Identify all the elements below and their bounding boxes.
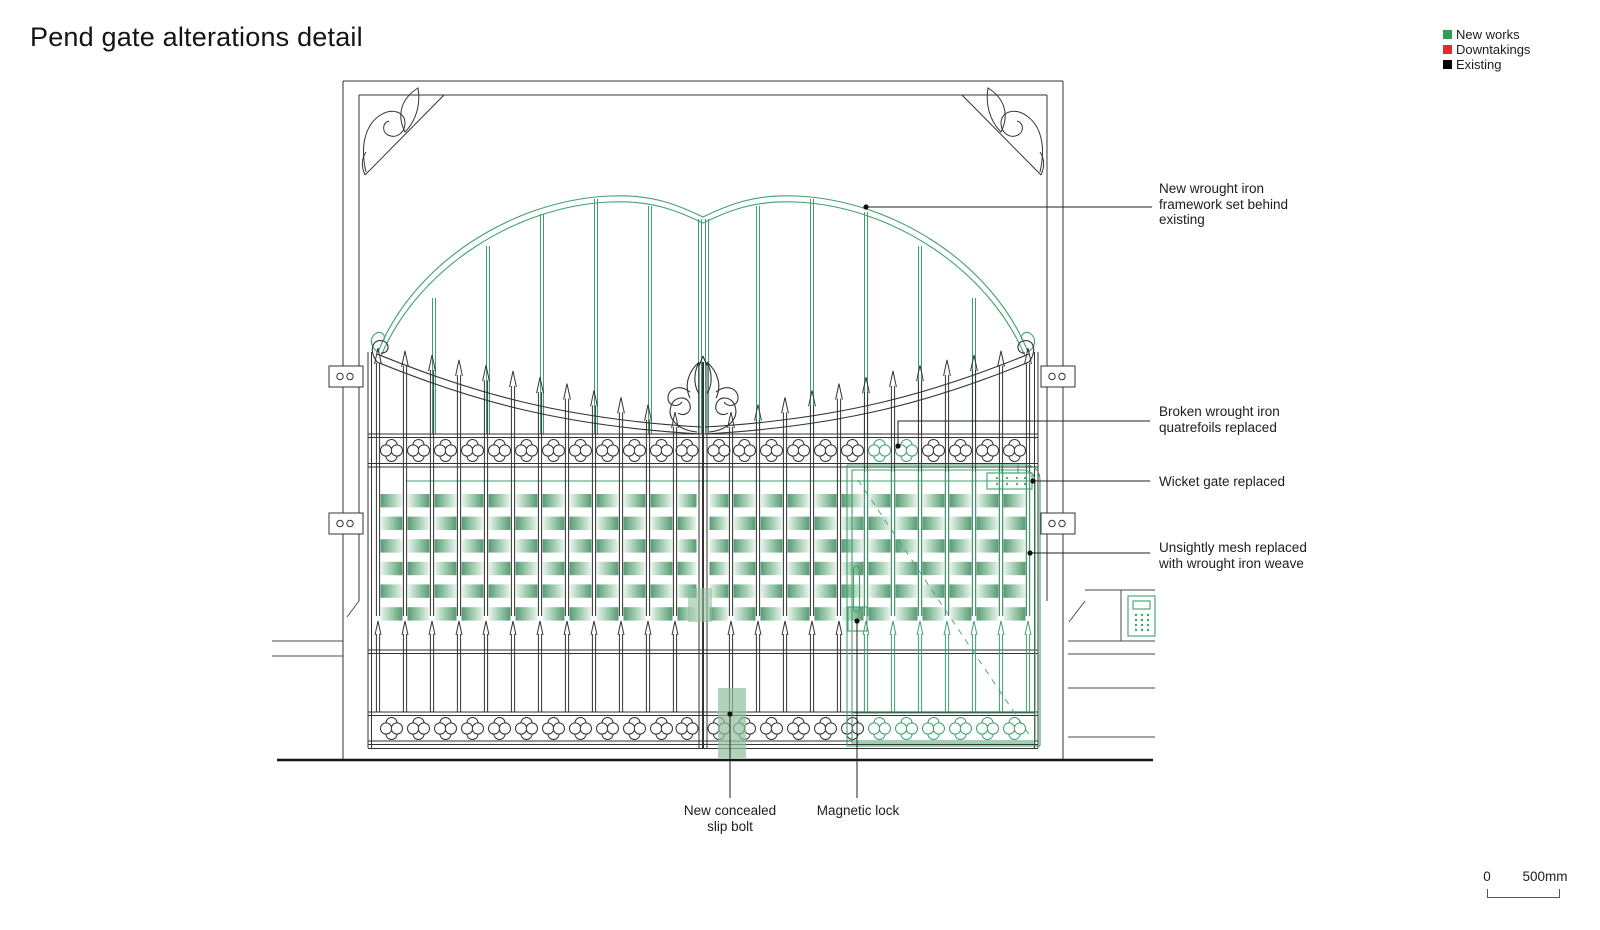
hinge-top-right <box>1040 365 1076 388</box>
annotation-magnetic-lock: Magnetic lock <box>816 803 900 818</box>
annotation-leader-dots <box>727 204 1036 717</box>
concealed-slip-bolt <box>718 688 746 758</box>
scale-bar <box>1487 889 1560 898</box>
gate-stiles <box>367 352 1039 748</box>
corner-scroll-ornament-left <box>361 87 445 176</box>
legend-item-existing: Existing <box>1443 57 1530 72</box>
legend-label: Existing <box>1456 57 1502 72</box>
annotation-wicket-gate: Wicket gate replaced <box>1159 474 1286 489</box>
wicket-handle <box>852 565 861 613</box>
legend-label: New works <box>1456 27 1520 42</box>
keypad-display <box>1132 600 1151 610</box>
leader-quatrefoils <box>897 420 1150 446</box>
lower-gate-bars <box>374 620 1032 712</box>
new-works-swatch-icon <box>1443 30 1452 39</box>
wicket-gate-bars <box>863 472 1031 616</box>
legend: New works Downtakings Existing <box>1443 27 1530 72</box>
annotation-quatrefoils: Broken wrought iron quatrefoils replaced <box>1159 404 1280 435</box>
annotation-framework: New wrought iron framework set behind ex… <box>1159 181 1289 227</box>
page-title: Pend gate alterations detail <box>30 22 363 52</box>
centre-latch-shading <box>688 588 712 622</box>
wrought-iron-weave-mesh <box>380 494 1026 621</box>
corner-scroll-ornament-right <box>961 87 1045 176</box>
new-framework-arc <box>370 195 1036 482</box>
annotation-slip-bolt: New concealed slip bolt <box>683 803 777 834</box>
hinge-top-left <box>328 365 364 388</box>
entry-keypad <box>1127 595 1156 637</box>
existing-swatch-icon <box>1443 60 1452 69</box>
legend-item-downtakings: Downtakings <box>1443 42 1530 57</box>
legend-item-new-works: New works <box>1443 27 1530 42</box>
annotation-mesh: Unsightly mesh replaced with wrought iro… <box>1159 540 1307 571</box>
keypad-buttons <box>1134 613 1150 632</box>
downtakings-swatch-icon <box>1443 45 1452 54</box>
scale-end-label: 500mm <box>1522 869 1568 884</box>
scale-start-label: 0 <box>1483 869 1491 884</box>
wicket-gate <box>846 464 1041 747</box>
boundary-walls <box>272 589 1155 738</box>
legend-label: Downtakings <box>1456 42 1531 57</box>
hinge-bottom-right <box>1040 512 1076 535</box>
hinge-bottom-left <box>328 512 364 535</box>
centre-scroll-ornament-left <box>667 355 704 433</box>
annotation-leaders <box>729 206 1152 798</box>
